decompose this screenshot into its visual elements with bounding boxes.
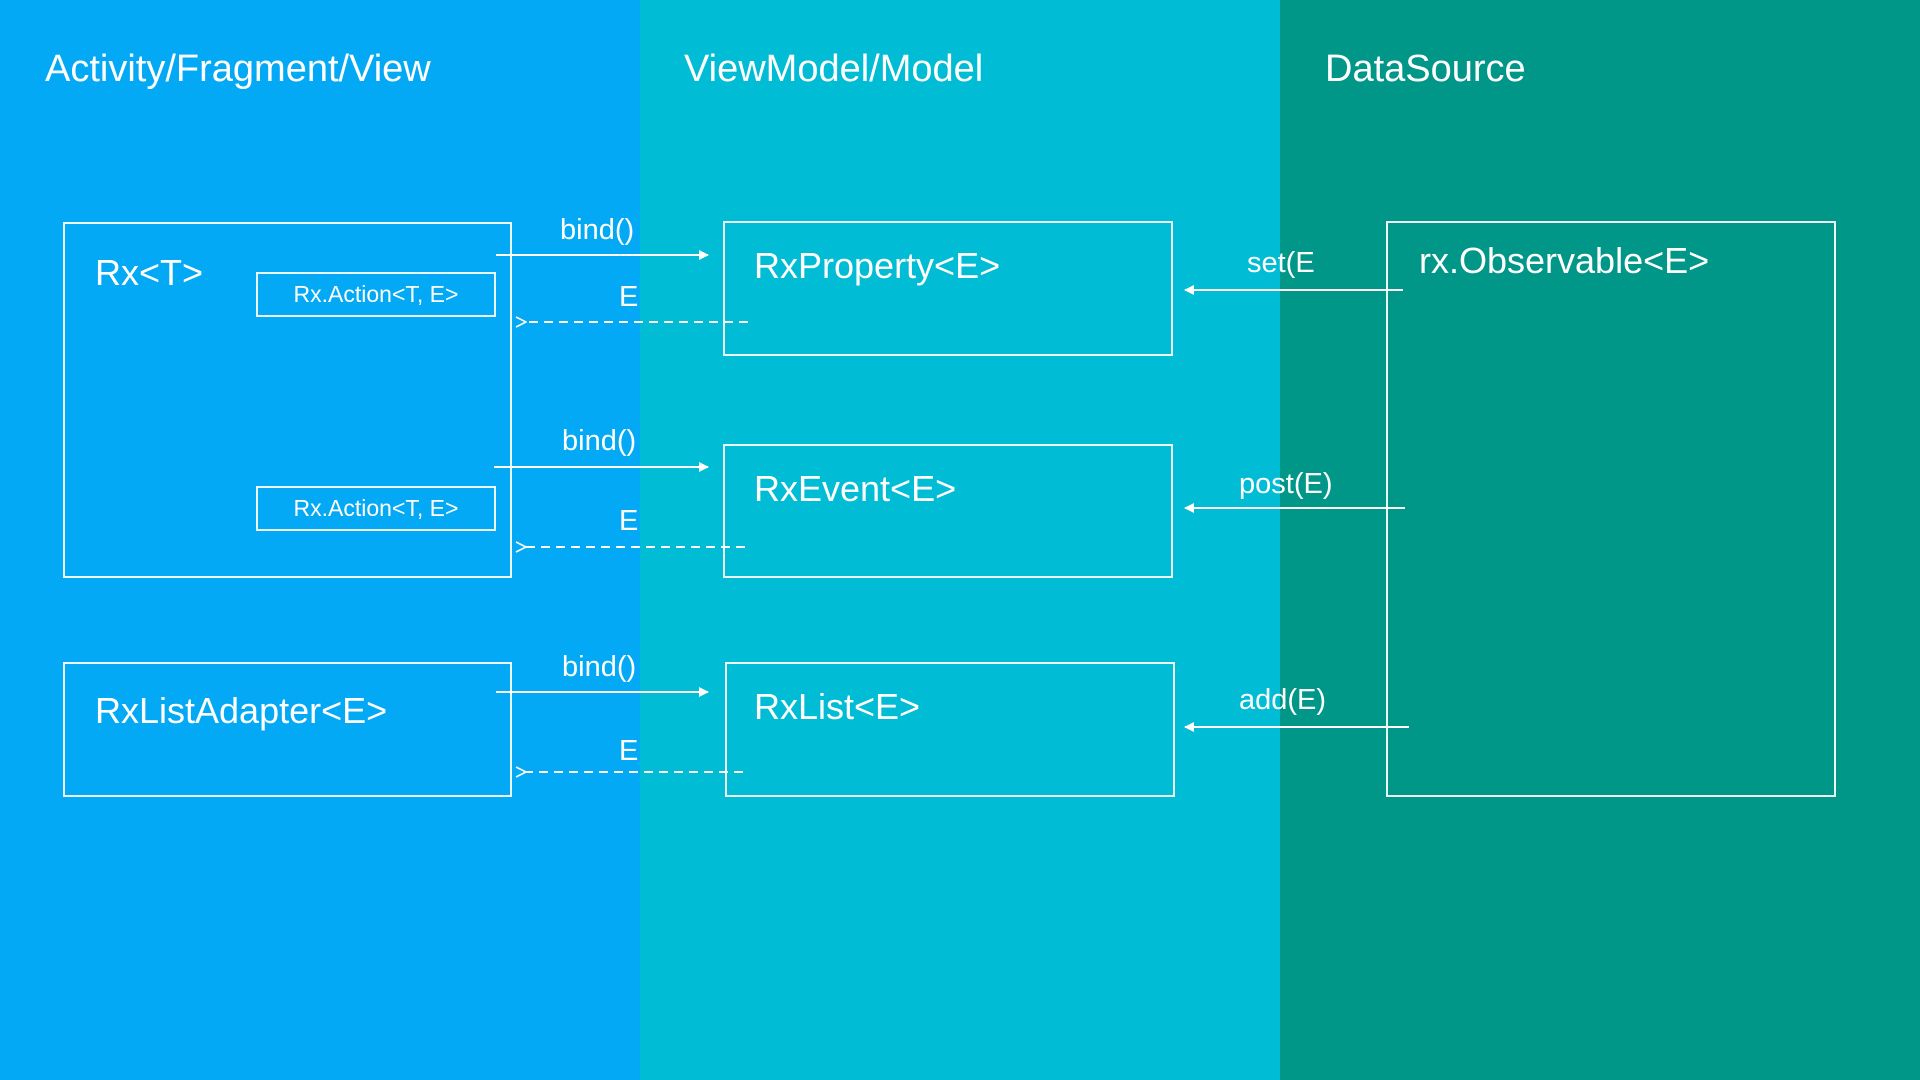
property-return-label: E	[619, 281, 639, 313]
event-bind-label: bind()	[562, 425, 637, 457]
rx-box: Rx<T>	[63, 222, 512, 578]
datasource-lane-title: DataSource	[1325, 48, 1526, 90]
rx-list-adapter-label: RxListAdapter<E>	[95, 690, 388, 731]
list-return-label: E	[619, 735, 639, 767]
rx-list-adapter-box: RxListAdapter<E>	[63, 662, 512, 797]
view-lane-title: Activity/Fragment/View	[45, 48, 431, 90]
rx-event-box: RxEvent<E>	[723, 444, 1173, 578]
rx-list-label: RxList<E>	[754, 686, 921, 727]
post-label: post(E)	[1239, 468, 1333, 500]
event-return-label: E	[619, 505, 639, 537]
viewmodel-lane-title: ViewModel/Model	[684, 48, 984, 90]
set-label: set(E	[1247, 247, 1315, 279]
property-bind-label: bind()	[560, 214, 635, 246]
rx-action-box-1: Rx.Action<T, E>	[256, 272, 496, 317]
rx-property-box: RxProperty<E>	[723, 221, 1173, 356]
rx-event-label: RxEvent<E>	[754, 468, 957, 509]
observable-label: rx.Observable<E>	[1419, 240, 1710, 281]
add-label: add(E)	[1239, 684, 1327, 716]
viewmodel-lane: ViewModel/Model	[640, 0, 1280, 1080]
rx-list-box: RxList<E>	[725, 662, 1175, 797]
rx-action-box-2: Rx.Action<T, E>	[256, 486, 496, 531]
view-lane: Activity/Fragment/View	[0, 0, 640, 1080]
rx-box-label: Rx<T>	[95, 252, 204, 293]
list-bind-label: bind()	[562, 651, 637, 683]
rx-property-label: RxProperty<E>	[754, 245, 1001, 286]
